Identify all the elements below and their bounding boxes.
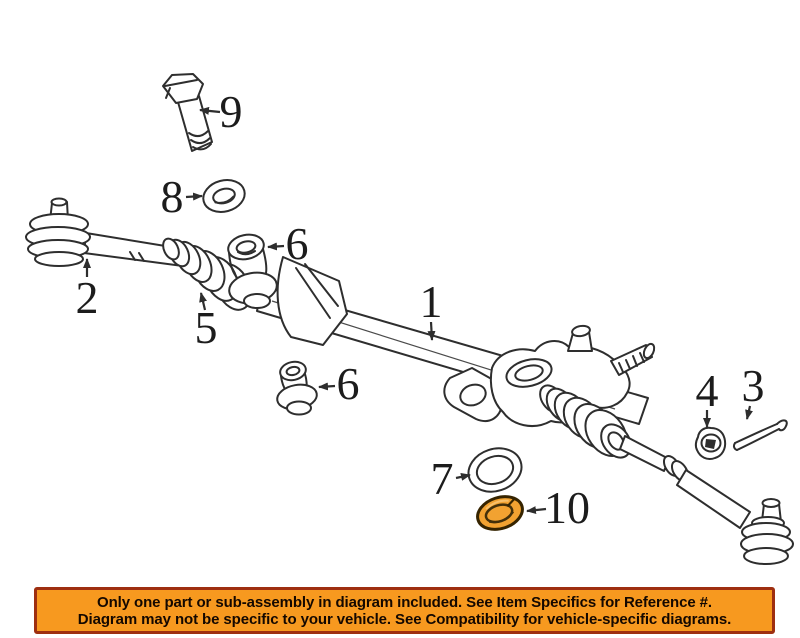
part-cotter-pin [732, 419, 788, 451]
part-lock-washer-highlighted [476, 495, 524, 531]
part-rack-housing [256, 256, 656, 459]
part-bolt [162, 73, 213, 152]
part-bushing-upper [227, 233, 278, 309]
part-bushing-lower [276, 360, 318, 416]
callout-1-arrow [427, 321, 436, 341]
callout-3-label: 3 [742, 360, 765, 411]
callout-1-label: 1 [420, 276, 443, 327]
callout-3-arrow [745, 405, 753, 420]
callout-5-label: 5 [195, 302, 218, 353]
part-outer-tie-rod [619, 435, 794, 565]
callout-7-label: 7 [431, 453, 454, 504]
part-nut [694, 426, 727, 460]
callouts: 9 8 2 5 6 1 6 7 10 4 3 [76, 86, 765, 533]
callout-7-arrow [455, 472, 471, 481]
callout-5-arrow [199, 292, 207, 311]
callout-2-label: 2 [76, 272, 99, 323]
disclaimer-line-1: Only one part or sub-assembly in diagram… [97, 593, 712, 611]
callout-9-arrow [199, 106, 221, 115]
callout-8-label: 8 [161, 171, 184, 222]
callout-6-upper-label: 6 [286, 218, 309, 269]
callout-6-upper-arrow [267, 242, 285, 251]
part-washer [202, 179, 246, 213]
callout-9-label: 9 [220, 86, 243, 137]
callout-6-lower-arrow [318, 382, 336, 391]
callout-8-arrow [185, 192, 203, 201]
disclaimer-banner: Only one part or sub-assembly in diagram… [34, 587, 775, 634]
disclaimer-line-2: Diagram may not be specific to your vehi… [77, 610, 732, 628]
part-o-ring [467, 447, 523, 493]
callout-10-arrow [526, 506, 547, 515]
callout-6-lower-label: 6 [337, 358, 360, 409]
callout-4-label: 4 [696, 365, 719, 416]
callout-10-label: 10 [544, 482, 590, 533]
